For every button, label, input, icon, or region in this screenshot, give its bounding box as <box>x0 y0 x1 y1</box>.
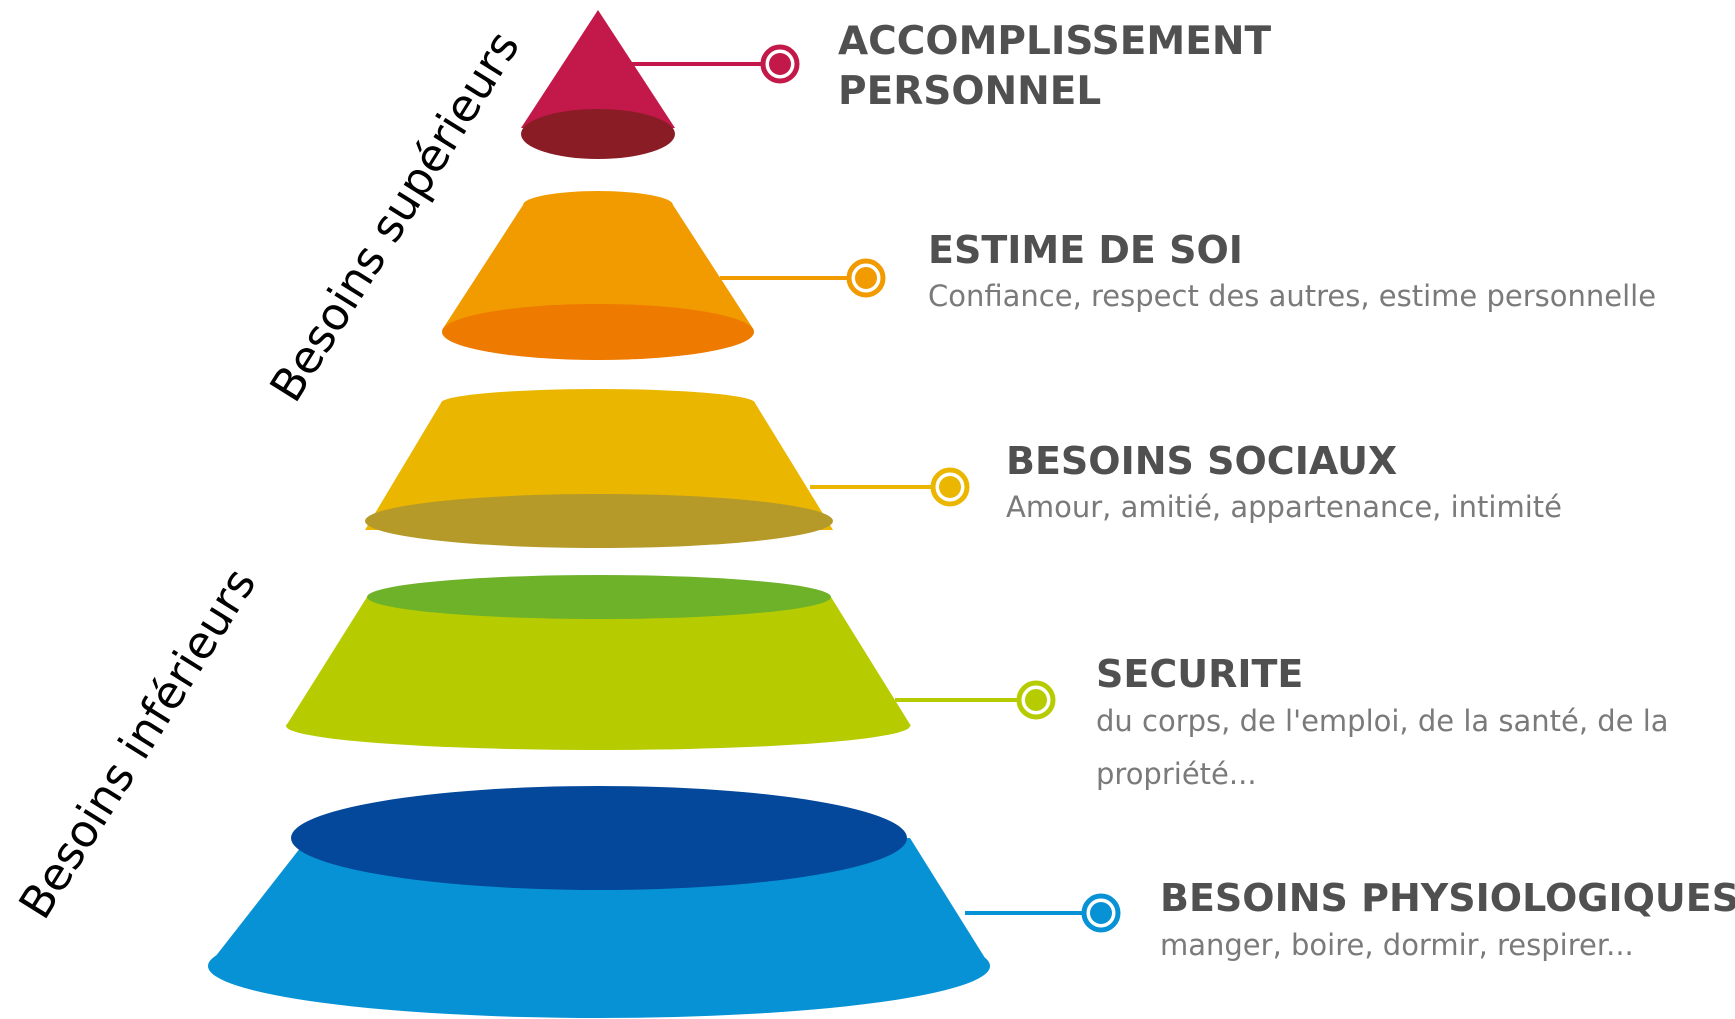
level-1-cone <box>521 10 675 128</box>
level-5-title-line-1: BESOINS PHYSIOLOGIQUES <box>1160 876 1735 920</box>
level-2-title-line-1: ESTIME DE SOI <box>928 228 1243 272</box>
side-label-upper-needs: Besoins supérieurs <box>259 22 530 411</box>
level-2-base-shade <box>442 304 754 360</box>
side-label-lower-needs: Besoins inférieurs <box>8 559 266 928</box>
level-3-title-line-1: BESOINS SOCIAUX <box>1006 439 1397 483</box>
level-4-description: du corps, de l'emploi, de la santé, de l… <box>1096 704 1678 791</box>
level-2-description: Confiance, respect des autres, estime pe… <box>928 279 1656 313</box>
level-3-title: BESOINS SOCIAUX <box>1006 439 1397 483</box>
level-1-title: ACCOMPLISSEMENT PERSONNEL <box>838 19 1285 114</box>
level-4-title: SECURITE <box>1096 652 1303 696</box>
level-1-base-shade <box>521 109 675 159</box>
level-self-esteem: ESTIME DE SOI Confiance, respect des aut… <box>442 191 1656 360</box>
level-4-title-line-1: SECURITE <box>1096 652 1303 696</box>
level-4-marker-dot <box>1025 689 1047 711</box>
level-5-description-line-1: manger, boire, dormir, respirer... <box>1160 928 1634 962</box>
level-3-description-line-1: Amour, amitié, appartenance, intimité <box>1006 490 1562 524</box>
level-1-title-line-2: PERSONNEL <box>838 69 1101 114</box>
level-physiological: BESOINS PHYSIOLOGIQUES manger, boire, do… <box>208 786 1735 1018</box>
level-2-description-line-1: Confiance, respect des autres, estime pe… <box>928 279 1656 313</box>
level-1-marker-dot <box>769 53 791 75</box>
level-5-description: manger, boire, dormir, respirer... <box>1160 928 1634 962</box>
level-2-title: ESTIME DE SOI <box>928 228 1243 272</box>
level-social-needs: BESOINS SOCIAUX Amour, amitié, appartena… <box>365 389 1562 548</box>
level-5-marker-dot <box>1090 902 1112 924</box>
level-accomplishment: ACCOMPLISSEMENT PERSONNEL <box>521 10 1285 159</box>
level-4-top-shade <box>367 575 831 619</box>
level-4-description-line-1: du corps, de l'emploi, de la santé, de l… <box>1096 704 1669 738</box>
level-3-marker-dot <box>939 476 961 498</box>
level-4-frustum <box>286 597 911 726</box>
level-5-top-shade <box>291 786 907 890</box>
level-5-bottom <box>208 914 990 1018</box>
level-5-title: BESOINS PHYSIOLOGIQUES <box>1160 876 1735 920</box>
level-2-marker-dot <box>855 267 877 289</box>
level-3-description: Amour, amitié, appartenance, intimité <box>1006 490 1562 524</box>
level-2-frustum <box>442 205 754 330</box>
level-1-title-line-1: ACCOMPLISSEMENT <box>838 19 1271 64</box>
level-security: SECURITE du corps, de l'emploi, de la sa… <box>286 575 1678 791</box>
level-4-description-line-2: propriété... <box>1096 757 1257 791</box>
level-3-base-shade <box>365 494 833 548</box>
level-4-bottom <box>286 702 910 750</box>
